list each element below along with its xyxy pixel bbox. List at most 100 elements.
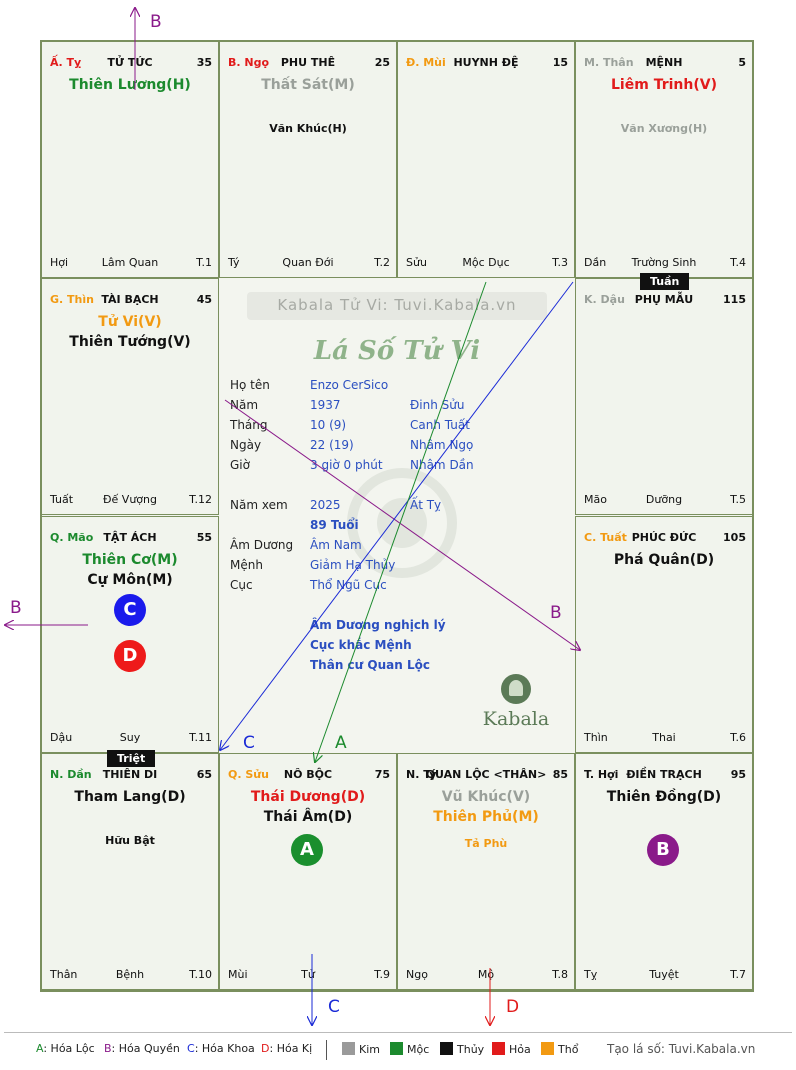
- info-value: 1937: [310, 398, 341, 412]
- major-star: Tham Lang(D): [74, 789, 186, 805]
- triet-tag: Triệt: [107, 750, 156, 767]
- palace-stem-branch: Ấ. Tỵ: [50, 56, 82, 69]
- arrow-label-c-bottom: C: [328, 997, 340, 1017]
- info-value-2: Nhâm Ngọ: [410, 438, 474, 452]
- palace-footer-branch: Tỵ: [584, 968, 598, 981]
- note: Thân cư Quan Lộc: [310, 658, 430, 672]
- info-value: Thổ Ngũ Cục: [310, 578, 387, 592]
- arrow-label-b-mid: B: [550, 603, 562, 623]
- palace-footer-stage: Tử: [301, 968, 315, 981]
- palace-footer-branch: Dậu: [50, 731, 73, 744]
- legend-item: B: Hóa Quyền: [104, 1042, 180, 1055]
- palace-footer-stage: Thai: [652, 731, 676, 744]
- palace-age: 5: [738, 56, 746, 69]
- legend-item: C: Hóa Khoa: [187, 1042, 255, 1055]
- info-label: Năm xem: [230, 498, 288, 512]
- minor-star: Tả Phù: [464, 837, 508, 850]
- major-star: Thái Dương(D): [250, 789, 366, 805]
- palace-footer-index: T.11: [189, 731, 212, 744]
- arrow-label-c-mid: C: [243, 733, 255, 753]
- palace-footer-index: T.9: [374, 968, 390, 981]
- info-value: 3 giờ 0 phút: [310, 458, 383, 472]
- palace-age: 65: [196, 768, 212, 781]
- major-star: Cự Môn(M): [87, 572, 173, 588]
- tuan-tag: Tuần: [640, 273, 690, 290]
- palace-stem-branch: Q. Sửu: [228, 768, 269, 781]
- hoa-quyen-marker: B: [647, 834, 679, 866]
- palace-footer-stage: Bệnh: [115, 968, 145, 981]
- info-value: 22 (19): [310, 438, 354, 452]
- hoa-loc-marker: A: [291, 834, 323, 866]
- info-label: Âm Dương: [230, 538, 294, 552]
- hoa-ki-marker: D: [114, 640, 146, 672]
- palace-name: PHÚC ĐỨC: [631, 531, 697, 544]
- palace-age: 75: [374, 768, 390, 781]
- legend-item: A: Hóa Lộc: [36, 1042, 95, 1055]
- palace-stem-branch: G. Thìn: [50, 293, 94, 306]
- legend-separator: [326, 1040, 327, 1060]
- palace-age: 55: [196, 531, 212, 544]
- palace-name: TỬ TỨC: [107, 56, 153, 69]
- watermark-banner: [247, 292, 547, 320]
- palace-footer-stage: Suy: [119, 731, 141, 744]
- palace-footer-index: T.7: [730, 968, 746, 981]
- info-label: Mệnh: [230, 558, 263, 572]
- palace-footer-stage: Trường Sinh: [631, 256, 697, 269]
- palace-age: 35: [196, 56, 212, 69]
- major-star: Vũ Khúc(V): [441, 789, 531, 805]
- palace-footer-index: T.12: [189, 493, 212, 506]
- palace-footer-branch: Sửu: [406, 256, 427, 269]
- major-star: Thiên Phủ(M): [433, 809, 539, 825]
- bagua-emblem: [347, 468, 457, 578]
- info-label: Giờ: [230, 458, 250, 472]
- major-star: Thái Âm(D): [263, 809, 353, 825]
- palace-stem-branch: C. Tuất: [584, 531, 627, 544]
- major-star: Thiên Tướng(V): [69, 334, 191, 350]
- info-label: Họ tên: [230, 378, 270, 392]
- hoa-loc-arrow-diag: [315, 281, 487, 762]
- palace-footer-branch: Tý: [228, 256, 240, 269]
- major-star: Phá Quân(D): [613, 552, 715, 568]
- palace-footer-branch: Thân: [50, 968, 78, 981]
- palace-footer-branch: Mùi: [228, 968, 248, 981]
- site-credit[interactable]: Tạo lá số: Tuvi.Kabala.vn: [607, 1042, 756, 1056]
- palace-footer-index: T.8: [552, 968, 568, 981]
- info-value-2: Đinh Sửu: [410, 398, 465, 412]
- palace-age: 15: [552, 56, 568, 69]
- info-value: 2025: [310, 498, 341, 512]
- palace-age: 25: [374, 56, 390, 69]
- brand-name: Kabala: [482, 708, 550, 730]
- palace-stem-branch: B. Ngọ: [228, 56, 270, 69]
- palace-name: TẬT ÁCH: [103, 531, 157, 544]
- minor-star: Văn Xương(H): [620, 122, 708, 135]
- palace-footer-branch: Mão: [584, 493, 607, 506]
- palace-name: THIÊN DI: [102, 768, 158, 781]
- palace-footer-index: T.2: [374, 256, 390, 269]
- major-star: Tử Vi(V): [98, 314, 162, 330]
- palace-stem-branch: N. Dần: [50, 768, 92, 781]
- palace-footer-branch: Thìn: [584, 731, 608, 744]
- minor-star: Văn Khúc(H): [269, 122, 347, 135]
- palace-footer-index: T.10: [189, 968, 212, 981]
- palace-name: TÀI BẠCH: [101, 293, 159, 306]
- major-star: Liêm Trinh(V): [611, 77, 717, 93]
- bagua-core: [377, 498, 427, 548]
- palace-age: 85: [552, 768, 568, 781]
- major-star: Thiên Lương(H): [69, 77, 191, 93]
- palace-footer-branch: Hợi: [50, 256, 69, 269]
- info-label: Tháng: [230, 418, 268, 432]
- arrow-label-b-left: B: [10, 598, 22, 618]
